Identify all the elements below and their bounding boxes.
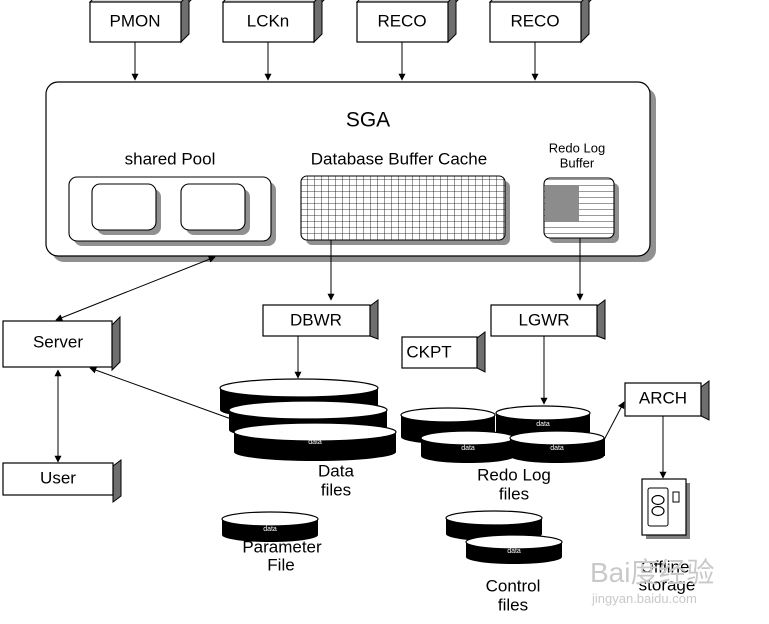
control-disk-label: data xyxy=(507,548,521,555)
lckn-box: LCKn xyxy=(221,0,325,44)
parameter-caption-2: File xyxy=(267,555,294,574)
watermark-logo: Bai度经验 xyxy=(590,557,714,588)
arrow-redo-arch xyxy=(603,401,625,441)
buffer-cache-label: Database Buffer Cache xyxy=(311,149,487,168)
redo-buffer-label-1: Redo Log xyxy=(549,140,605,155)
data-files-caption-2: files xyxy=(321,480,351,499)
reco-label-1: RECO xyxy=(377,11,426,30)
redo-disk-3: data xyxy=(420,430,516,463)
lckn-label: LCKn xyxy=(247,11,290,30)
control-files-disks: data xyxy=(445,510,563,564)
parameter-caption-1: Parameter xyxy=(242,537,322,556)
control-caption-1: Control xyxy=(486,576,541,595)
redo-files-caption-2: files xyxy=(499,484,529,503)
dbwr-label: DBWR xyxy=(290,310,342,329)
data-disk-3: data xyxy=(233,422,397,461)
control-caption-2: files xyxy=(498,595,528,614)
ckpt-label: CKPT xyxy=(406,342,451,361)
redo-log-disks: data data data xyxy=(400,405,605,463)
buffer-cache-grid xyxy=(300,175,510,245)
watermark-url: jingyan.baidu.com xyxy=(591,591,697,606)
arch-box: ARCH xyxy=(624,380,710,421)
arrow-server-sga xyxy=(55,256,216,321)
arch-label: ARCH xyxy=(639,388,687,407)
sga-title: SGA xyxy=(346,109,390,132)
data-disk-label: data xyxy=(308,439,322,446)
user-label: User xyxy=(40,468,76,487)
pmon-label: PMON xyxy=(110,11,161,30)
redo-disk-label-4: data xyxy=(550,445,564,452)
parameter-file-disk: data xyxy=(221,511,319,542)
shared-pool-label: shared Pool xyxy=(125,149,216,168)
reco-label-2: RECO xyxy=(510,11,559,30)
redo-buffer-label-2: Buffer xyxy=(560,155,595,170)
ckpt-box: CKPT xyxy=(401,331,486,373)
param-disk-label: data xyxy=(263,526,277,533)
offline-storage-device xyxy=(641,478,690,539)
data-files-caption-1: Data xyxy=(318,461,354,480)
lgwr-box: LGWR xyxy=(490,299,606,340)
redo-buffer-filled xyxy=(545,185,579,222)
reco-box-1: RECO xyxy=(355,0,459,44)
pmon-box: PMON xyxy=(88,0,192,44)
redo-files-caption-1: Redo Log xyxy=(477,465,551,484)
user-box: User xyxy=(2,459,122,503)
control-disk-2: data xyxy=(465,534,563,564)
server-label: Server xyxy=(33,332,83,351)
shared-pool-box xyxy=(68,176,276,246)
data-files-disks: data xyxy=(219,378,397,461)
lgwr-label: LGWR xyxy=(519,310,570,329)
redo-disk-4: data xyxy=(509,430,605,463)
arrow-datafiles-server xyxy=(89,366,235,421)
redo-disk-label-2: data xyxy=(536,421,550,428)
redo-disk-label-3: data xyxy=(461,445,475,452)
dbwr-box: DBWR xyxy=(262,299,379,340)
control-disk-1 xyxy=(445,510,543,541)
reco-box-2: RECO xyxy=(488,0,592,44)
offline-caption-2: storage xyxy=(639,575,696,594)
redo-log-buffer xyxy=(543,177,619,243)
offline-caption-1: Offline xyxy=(641,557,690,576)
server-box: Server xyxy=(2,315,121,372)
